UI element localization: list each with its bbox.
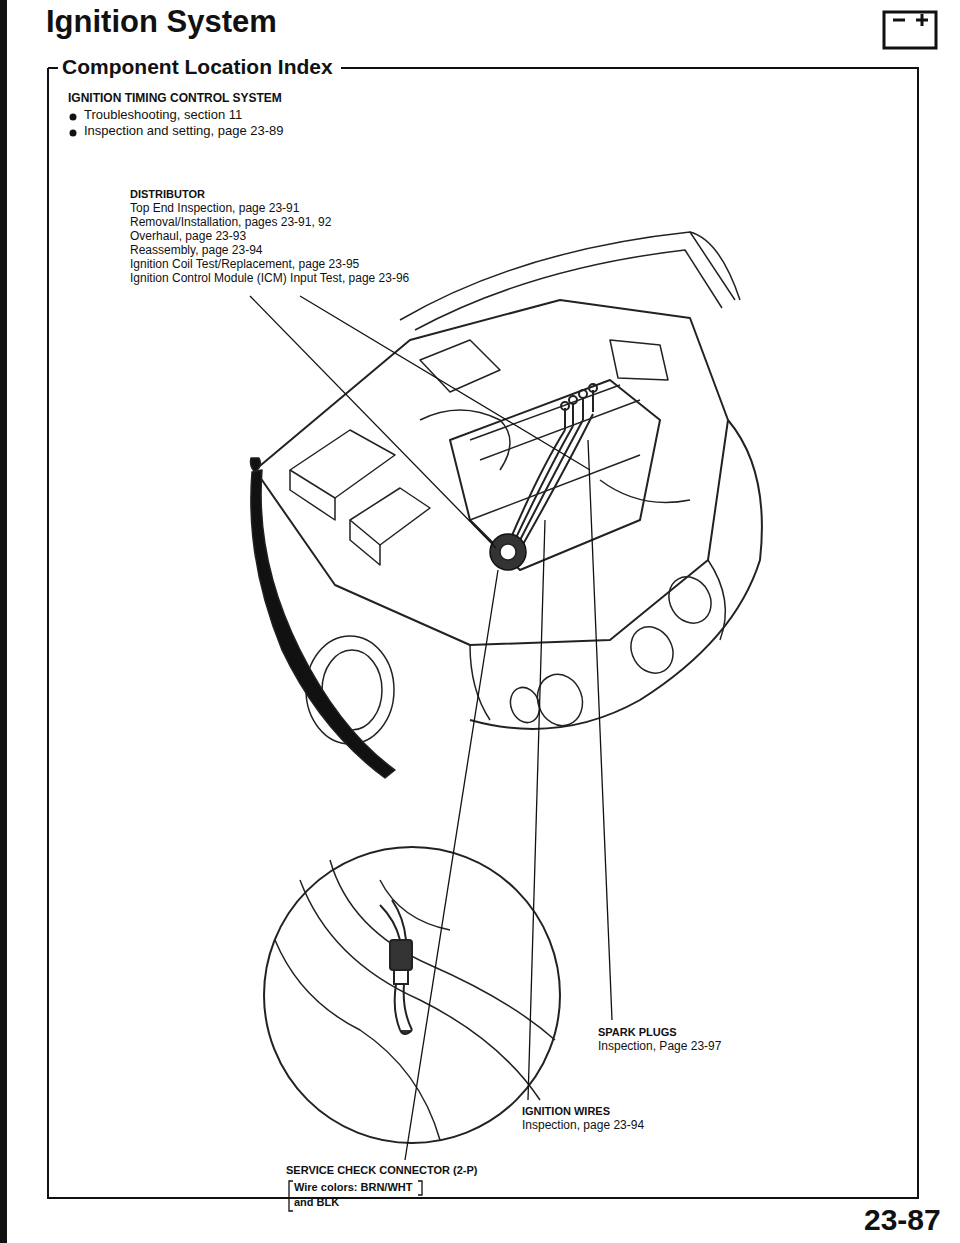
battery-icon-part [884,12,936,48]
magnified-view-part-part [394,970,408,984]
car-illustration-part [661,569,720,631]
car-illustration-part [350,520,380,565]
bullet-dots [70,114,77,137]
battery-icon [884,12,936,48]
part-name: IGNITION WIRES [522,1105,610,1118]
car-illustration-part-part [569,396,577,404]
reference-text: Overhaul, page 23-93 [130,230,246,244]
reference-text: Removal/Installation, pages 23-91, 92 [130,216,331,230]
magnified-view-part-part [400,1030,412,1034]
car-illustration-part [500,544,516,560]
reference-text: Troubleshooting, section 11 [84,108,242,123]
car-illustration-part [290,470,335,520]
page-edge-bar [0,0,7,1243]
magnified-view-part-part [380,900,406,940]
reference-text: Reassembly, page 23-94 [130,244,263,258]
car-illustration-part [415,250,722,330]
battery-icon-part [921,14,924,26]
index-frame [48,68,918,1198]
magnified-view-part [380,880,450,930]
car-illustration-part [350,488,430,545]
system-heading: IGNITION TIMING CONTROL SYSTEM [68,92,282,106]
car-illustration-part [470,420,762,729]
car-illustration-part [400,232,735,320]
magnified-view-part [264,847,560,1143]
reference-text: Ignition Coil Test/Replacement, page 23-… [130,258,359,272]
car-illustration-part [690,232,740,300]
car-illustration-part [255,300,728,645]
leader-lines [250,296,612,1160]
car-illustration-part [510,384,597,546]
car-illustration-part [623,619,682,681]
car-illustration-part-part [561,402,569,410]
reference-text: Ignition Control Module (ICM) Input Test… [130,272,409,286]
reference-text: Inspection, page 23-94 [522,1119,644,1133]
part-name: SERVICE CHECK CONNECTOR (2-P) [286,1164,478,1177]
leader-lines-part [405,570,498,1160]
magnified-view-part [275,940,440,1140]
bracket-part [418,1181,422,1195]
wire-colors-note: Wire colors: BRN/WHT and BLK [294,1180,418,1210]
car-illustration-part [420,410,510,470]
car-illustration-part-part [579,390,587,398]
car-illustration [251,232,762,778]
part-name: DISTRIBUTOR [130,188,205,201]
car-illustration-part [290,430,395,498]
reference-text: Inspection, Page 23-97 [598,1040,721,1054]
magnified-view-part-part [395,984,412,1030]
leader-lines-part [528,520,545,1100]
car-illustration-part-part [510,414,593,546]
car-illustration-part [450,380,660,570]
page-title: Ignition System [46,4,277,40]
car-illustration-part [470,385,620,440]
part-name: SPARK PLUGS [598,1026,677,1039]
magnified-view [264,847,560,1143]
leader-lines-part [300,296,590,470]
index-frame-part [48,68,918,1198]
battery-icon-part [893,19,905,22]
bullet-dots-part [70,130,77,137]
magnified-view-part-part [390,940,412,970]
car-illustration-part [490,534,526,570]
leader-lines-part [588,440,612,1020]
leader-lines-part [250,296,496,548]
magnified-view-part [380,900,412,1034]
car-illustration-part [251,470,395,778]
car-illustration-part-part [589,384,597,392]
car-illustration-part [251,458,261,472]
page-number: 23-87 [864,1203,941,1238]
bullet-dots-part [70,114,77,121]
reference-text: Top End Inspection, page 23-91 [130,202,299,216]
reference-text: Inspection and setting, page 23-89 [84,124,283,139]
bracket [289,1181,422,1211]
car-illustration-part [600,480,690,503]
section-heading: Component Location Index [58,55,341,79]
bracket-part [289,1181,293,1211]
car-illustration-part [610,340,668,380]
car-illustration-part [420,340,500,392]
magnified-view-part [330,860,555,1040]
